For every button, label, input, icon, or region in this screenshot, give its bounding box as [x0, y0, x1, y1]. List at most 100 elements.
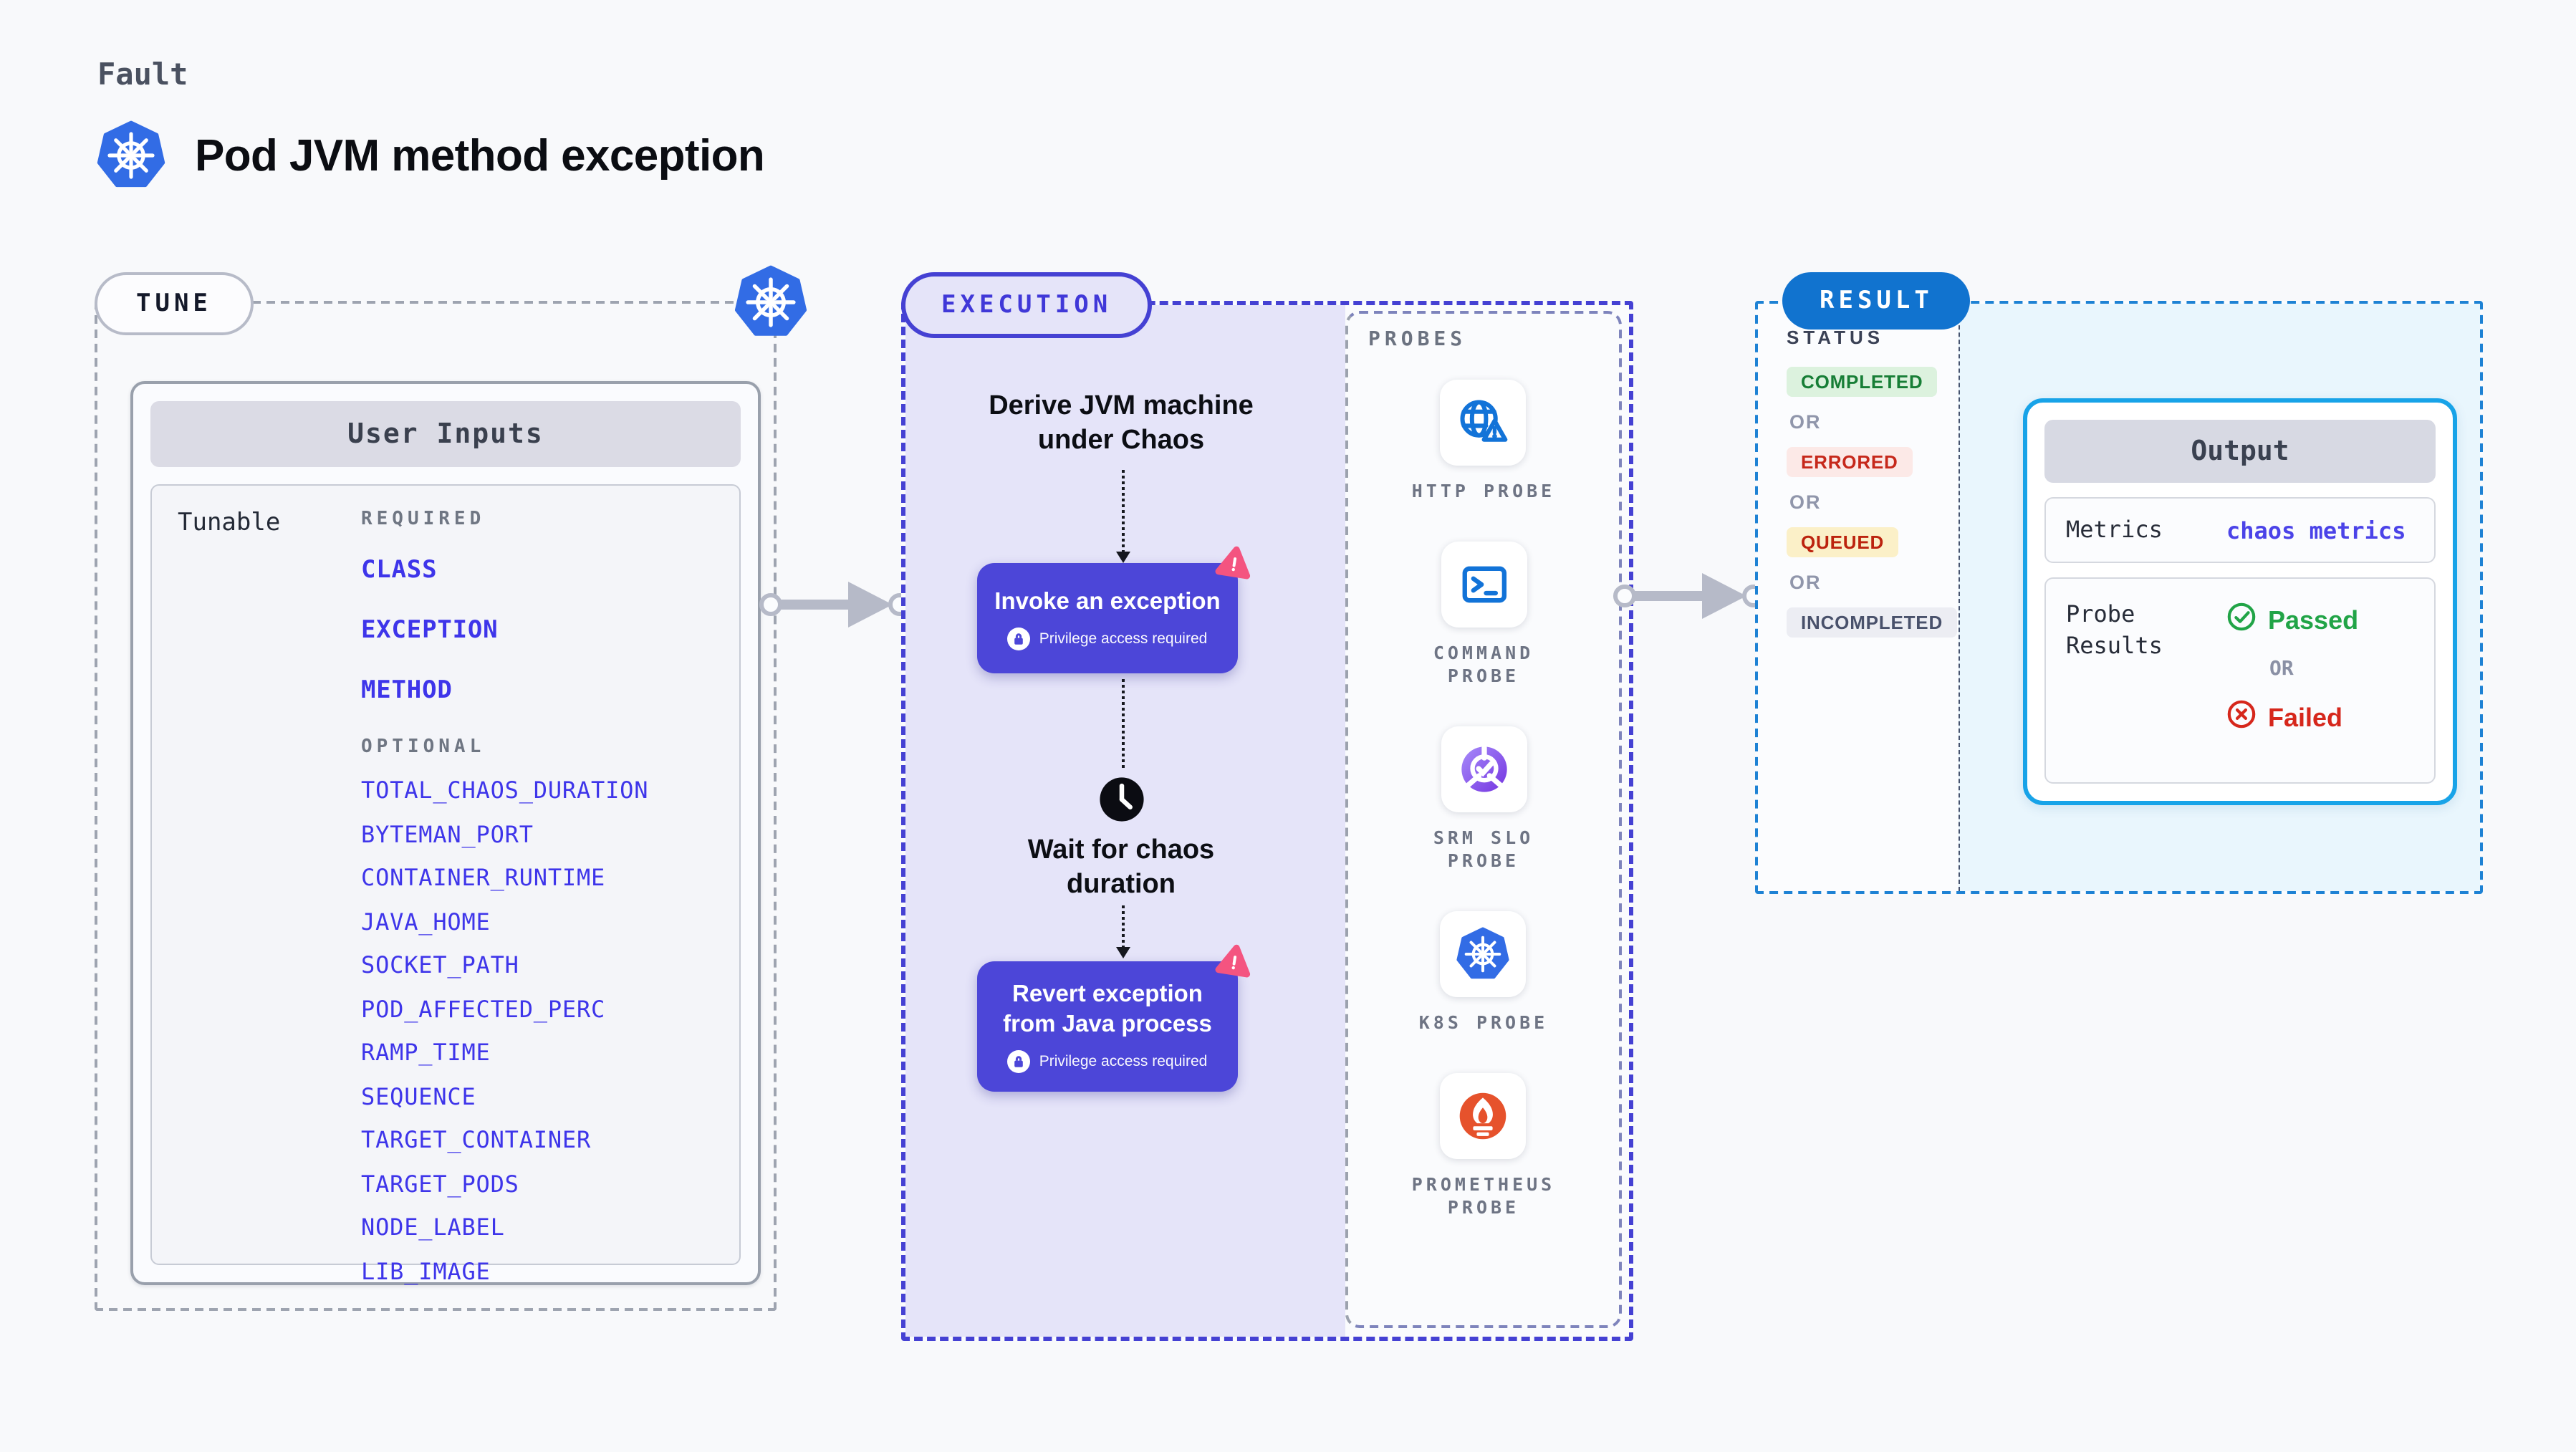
- input-section-heading: OPTIONAL: [361, 736, 486, 758]
- kubernetes-icon: [1456, 927, 1511, 981]
- failed-row: Failed: [2226, 699, 2358, 736]
- input-item: EXCEPTION: [361, 616, 499, 645]
- input-item: METHOD: [361, 676, 453, 705]
- lock-icon: [1007, 627, 1031, 650]
- invoke-exception-node: Invoke an exception Privilege access req…: [977, 546, 1251, 673]
- status-badge: ERRORED: [1787, 447, 1913, 477]
- probe-card: [1440, 911, 1527, 997]
- input-item: TOTAL_CHAOS_DURATION: [361, 777, 649, 804]
- input-item: JAVA_HOME: [361, 908, 491, 935]
- probe-card: [1440, 1073, 1527, 1159]
- privilege-badge: Privilege access required: [1007, 627, 1208, 650]
- privilege-badge-label: Privilege access required: [1039, 1053, 1208, 1070]
- probe-card: [1441, 542, 1527, 628]
- lock-icon: [1007, 1050, 1031, 1073]
- check-circle-icon: [2226, 602, 2257, 639]
- status-badge: QUEUED: [1787, 527, 1899, 557]
- or-separator: OR: [2269, 658, 2294, 681]
- status-badge: INCOMPLETED: [1787, 607, 1958, 638]
- input-item: CONTAINER_RUNTIME: [361, 864, 606, 891]
- probe-label: K8S PROBE: [1418, 1011, 1549, 1033]
- prometheus-icon: [1456, 1089, 1511, 1143]
- input-item: CLASS: [361, 556, 438, 585]
- user-inputs-columns: REQUIRED CLASS EXCEPTION METHOD OPTIONAL TOTA…: [361, 509, 648, 1301]
- probe-card: [1440, 380, 1527, 466]
- privilege-badge-label: Privilege access required: [1039, 630, 1208, 647]
- tune-pill: TUNE: [95, 272, 254, 335]
- probe-item: HTTP PROBE: [1412, 380, 1556, 503]
- or-separator: OR: [1789, 491, 1822, 513]
- tune-section-box: [95, 301, 777, 1311]
- input-item: RAMP_TIME: [361, 1039, 491, 1066]
- x-circle-icon: [2226, 699, 2257, 736]
- probe-card: [1441, 726, 1527, 812]
- kubernetes-icon: [96, 119, 166, 192]
- status-heading: STATUS: [1787, 327, 1885, 348]
- input-item: TARGET_CONTAINER: [361, 1126, 592, 1153]
- user-inputs-card: User Inputs Tunable REQUIRED CLASS EXCEPTI…: [130, 381, 761, 1285]
- flow-connector: [1121, 679, 1124, 768]
- metrics-label: Metrics: [2066, 516, 2163, 543]
- fault-kicker: Fault: [97, 57, 188, 92]
- page-title-row: Pod JVM method exception: [96, 119, 765, 192]
- terminal-icon: [1456, 557, 1511, 612]
- probe-results-values: Passed OR Failed: [2226, 599, 2358, 762]
- input-item: SOCKET_PATH: [361, 951, 519, 979]
- privilege-badge: Privilege access required: [1007, 1050, 1208, 1073]
- input-item: BYTEMAN_PORT: [361, 820, 534, 847]
- execution-pill: EXECUTION: [901, 272, 1153, 338]
- litmus-chaos-icon: [1215, 544, 1254, 583]
- or-separator: OR: [1789, 411, 1822, 433]
- probe-item: K8S PROBE: [1419, 911, 1548, 1034]
- input-item: NODE_LABEL: [361, 1213, 505, 1241]
- tune-to-execution-arrow: [759, 582, 911, 628]
- globe-warning-icon: [1456, 395, 1511, 450]
- invoke-node-title: Invoke an exception: [994, 588, 1221, 614]
- status-column: STATUS COMPLETED OR ERRORED OR QUEUED OR INCOM…: [1787, 327, 1958, 638]
- execution-to-result-arrow: [1613, 573, 1765, 619]
- litmus-chaos-icon: [1215, 943, 1254, 981]
- input-section-heading: REQUIRED: [361, 509, 486, 530]
- probe-label: HTTP PROBE: [1411, 480, 1556, 501]
- flow-connector: [1115, 905, 1130, 958]
- passed-row: Passed: [2226, 602, 2358, 639]
- input-item: TARGET_PODS: [361, 1170, 519, 1197]
- clock-icon: [1095, 774, 1147, 825]
- flow-connector: [1115, 470, 1130, 563]
- tunable-label: Tunable: [178, 509, 281, 537]
- failed-label: Failed: [2268, 703, 2343, 731]
- page-title: Pod JVM method exception: [195, 130, 765, 180]
- metrics-value: chaos metrics: [2226, 516, 2406, 544]
- slo-gauge-icon: [1456, 742, 1511, 797]
- input-item: SEQUENCE: [361, 1082, 476, 1110]
- user-inputs-list: Tunable REQUIRED CLASS EXCEPTION METHOD OPTI…: [150, 484, 741, 1284]
- or-separator: OR: [1789, 572, 1822, 593]
- result-pill: RESULT: [1782, 272, 1971, 330]
- input-item: LIB_IMAGE: [361, 1257, 491, 1284]
- status-badge: COMPLETED: [1787, 367, 1938, 397]
- metrics-row: Metrics chaos metrics: [2044, 497, 2436, 563]
- output-card-title: Output: [2044, 420, 2436, 483]
- probes-heading: PROBES: [1368, 328, 1467, 351]
- passed-label: Passed: [2268, 605, 2359, 634]
- kubernetes-icon: [734, 264, 808, 341]
- user-inputs-title: User Inputs: [150, 401, 741, 467]
